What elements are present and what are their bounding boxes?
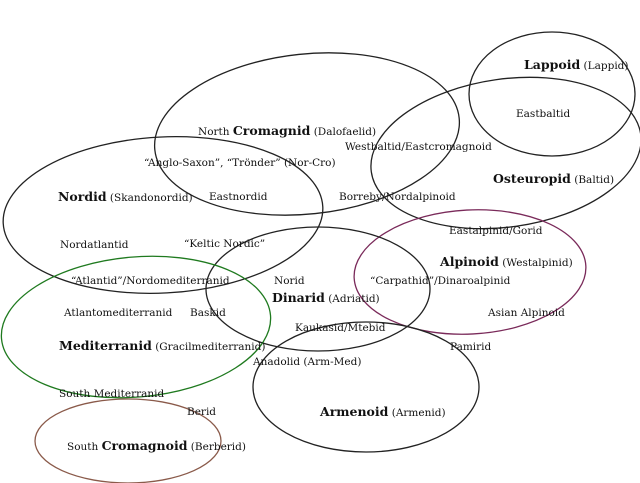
borreby-label: Borreby/Nordalpinoid (339, 191, 456, 203)
anglo-saxon-label: “Anglo-Saxon”, “Trönder” (Nor-Cro) (144, 157, 336, 169)
osteuropid-label: Osteuropid (Baltid) (493, 171, 614, 186)
westbaltid-label: Westbaltid/Eastcromagnoid (345, 141, 492, 153)
armenoid-label: Armenoid (Armenid) (319, 404, 446, 419)
alpinoid-ellipse (353, 209, 587, 335)
eastbaltid-label: Eastbaltid (516, 108, 570, 120)
berid-label: Berid (187, 406, 216, 418)
north-cromagnid-label: North Cromagnid (Dalofaelid) (198, 123, 376, 138)
dinarid-ellipse (205, 226, 431, 352)
eastalpinid-label: Eastalpinid/Gorid (449, 225, 543, 237)
osteuropid-ellipse (370, 76, 640, 230)
pamirid-label: Pamirid (450, 341, 492, 353)
eastnordid-label: Eastnordid (209, 191, 268, 203)
lappoid-label: Lappoid (Lappid) (524, 57, 629, 72)
south-cromagnoid-label: South Cromagnoid (Berberid) (67, 438, 246, 453)
mediterranid-label: Mediterranid (Gracilmediterranid) (59, 338, 265, 353)
kaukasid-label: Kaukasid/Mtebid (295, 322, 386, 334)
armenoid-ellipse (252, 321, 480, 453)
nordid-label: Nordid (Skandonordid) (58, 189, 193, 204)
baskid-label: Baskid (190, 307, 226, 319)
carpathid-label: “Carpathid”/Dinaroalpinid (370, 275, 511, 287)
keltic-nordic-label: “Keltic Nordic” (184, 238, 265, 250)
south-med-label: South Mediterranid (59, 388, 164, 400)
mediterranid-ellipse (0, 255, 272, 399)
atlantomed-label: Atlantomediterranid (63, 307, 173, 319)
asian-alpinoid-label: Asian Alpinoid (487, 307, 565, 319)
north-cromagnid-ellipse (153, 52, 461, 216)
alpinoid-label: Alpinoid (Westalpinid) (439, 254, 573, 269)
dinarid-label: Dinarid (Adriatid) (272, 290, 380, 305)
atlantid-label: “Atlantid”/Nordomediterranid (71, 275, 230, 287)
anadolid-label: Anadolid (Arm-Med) (252, 356, 361, 368)
nordatlantid-label: Nordatlantid (60, 239, 129, 251)
lappoid-ellipse (468, 31, 636, 157)
nordid-ellipse (2, 136, 324, 294)
south-cromagnoid-ellipse (34, 398, 222, 483)
norid-label: Norid (274, 275, 305, 287)
